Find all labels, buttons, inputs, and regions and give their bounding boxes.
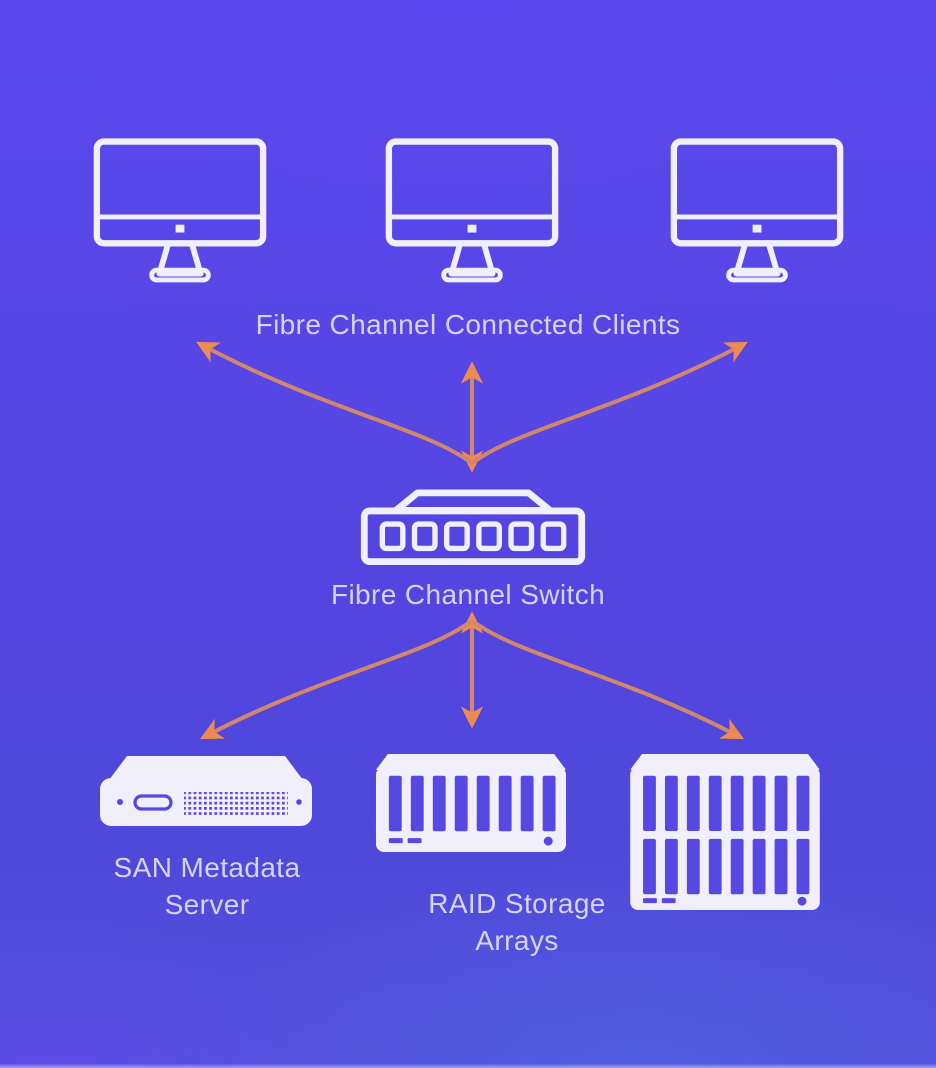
imac-monitor-icon: [385, 138, 559, 283]
arrow-switch-client-right: [472, 341, 748, 464]
client-monitor-icon-3: [669, 137, 845, 287]
drive-slots: [643, 775, 810, 906]
san-server-label: SAN Metadata Server: [98, 849, 316, 923]
raid-array-large-icon: [628, 753, 822, 912]
san-server-label-line2: Server: [164, 889, 250, 920]
network-switch-icon: [360, 489, 586, 566]
raid-arrays-label: RAID Storage Arrays: [417, 885, 617, 959]
drive-slots: [388, 775, 556, 846]
arrow-switch-client-left: [196, 341, 472, 464]
raid-array-small-icon: [374, 753, 568, 854]
raid-array-icon: [630, 753, 820, 911]
san-server-label-line1: SAN Metadata: [113, 852, 301, 883]
fc-switch-icon: [360, 488, 586, 566]
switch-label: Fibre Channel Switch: [330, 579, 606, 610]
raid-arrays-label-line2: Arrays: [475, 925, 559, 956]
clients-label: Fibre Channel Connected Clients: [255, 309, 681, 340]
switch-ports: [379, 521, 567, 552]
client-monitor-icon-2: [384, 137, 560, 287]
arrow-switch-raid-right: [472, 620, 744, 740]
san-metadata-server-icon: [100, 755, 312, 827]
rack-server-icon: [100, 756, 312, 826]
bottom-edge-highlight: [0, 1064, 936, 1068]
raid-arrays-label-line1: RAID Storage: [428, 888, 606, 919]
arrow-switch-server-left: [200, 620, 472, 740]
imac-monitor-icon: [670, 138, 844, 283]
imac-monitor-icon: [93, 138, 267, 283]
client-monitor-icon-1: [92, 137, 268, 287]
raid-array-icon: [375, 754, 567, 852]
